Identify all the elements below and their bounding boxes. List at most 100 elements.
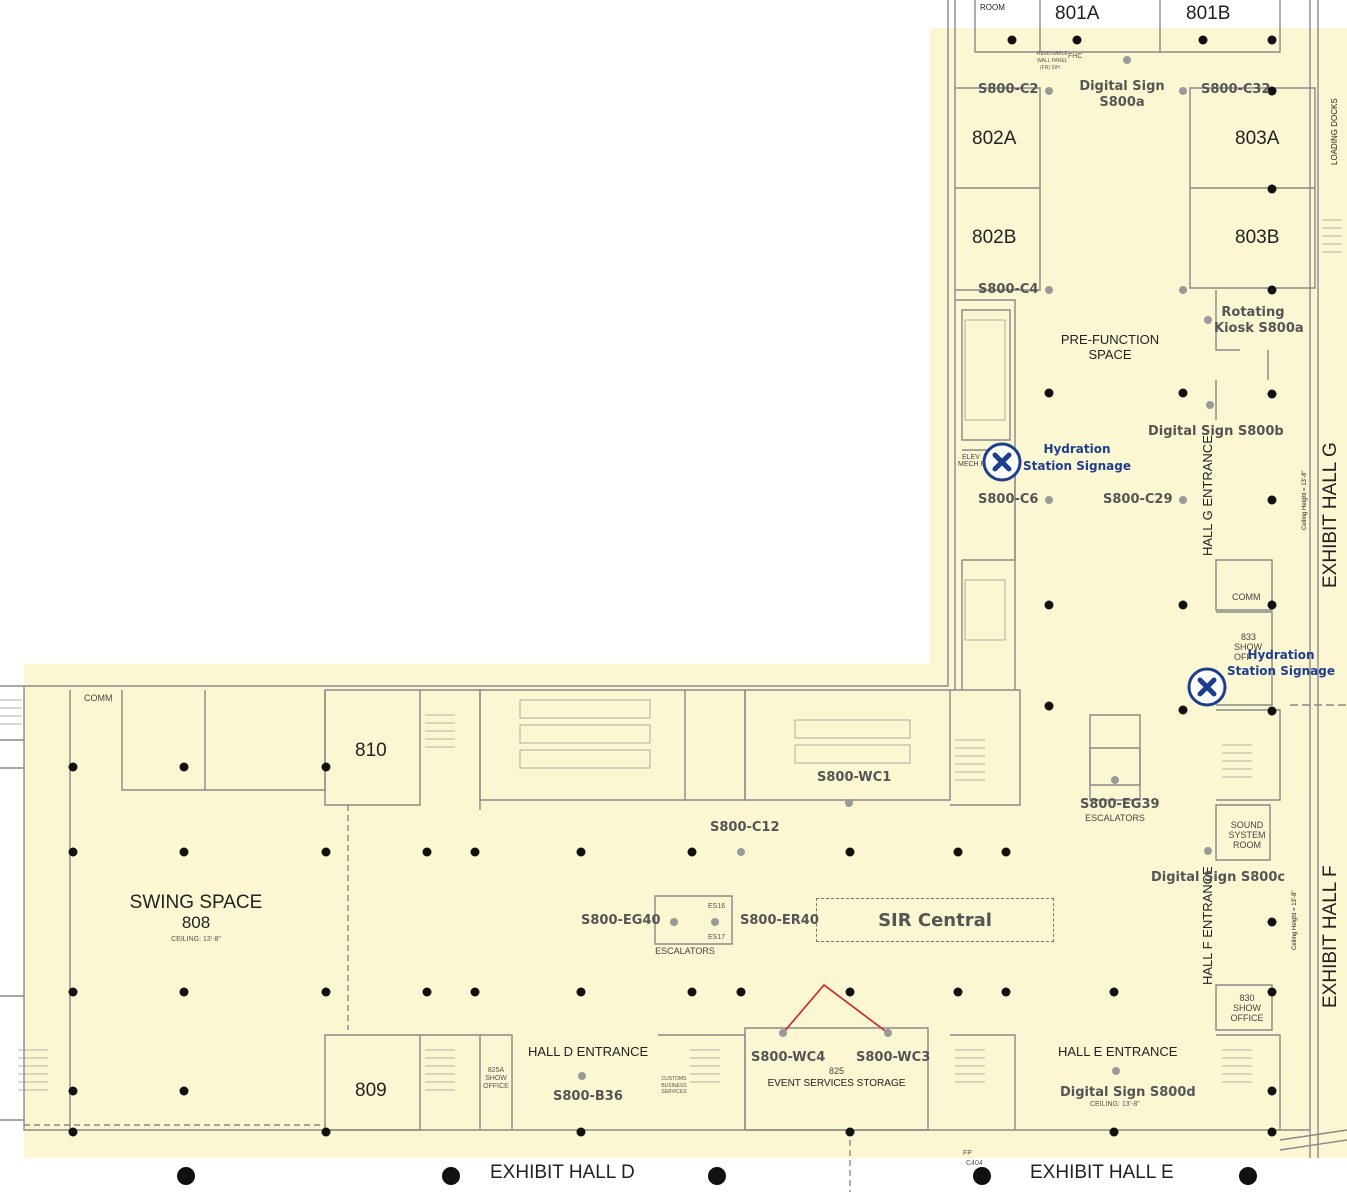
swing-space-number: 808: [181, 913, 211, 932]
elev-label: ELEV: [962, 454, 980, 461]
hydration-signage-1-line1: Hydration: [1043, 442, 1111, 456]
sign-marker: [1045, 87, 1053, 95]
column-dot: [179, 987, 189, 997]
column-dot: [1267, 35, 1277, 45]
digital-sign-s800b: Digital Sign S800b: [1148, 424, 1284, 439]
column-dot: [576, 847, 586, 857]
panel-note-1: REMOVABLE: [1037, 51, 1068, 57]
column-dot: [1072, 35, 1082, 45]
show-office-825a-1: 825A: [487, 1067, 505, 1074]
exterior-column: [973, 1167, 991, 1185]
tag-s800-c12: S800-C12: [710, 820, 780, 835]
panel-note-3: (FR) S/H: [1040, 65, 1060, 71]
column-dot: [470, 987, 480, 997]
column-dot: [1044, 388, 1054, 398]
column-dot: [179, 762, 189, 772]
column-dot: [1001, 847, 1011, 857]
stair-hatches: [0, 219, 1342, 1091]
ceiling-note-f: Ceiling Height = 13'-8": [1292, 890, 1298, 950]
column-dot: [953, 847, 963, 857]
sound-room-2: SYSTEM: [1228, 830, 1266, 840]
panel-note-2: WALL PANEL: [1037, 58, 1068, 64]
room-801b: 801B: [1186, 3, 1231, 24]
column-dot: [1178, 705, 1188, 715]
column-dot: [576, 1127, 586, 1137]
exhibit-hall-d: EXHIBIT HALL D: [490, 1162, 635, 1183]
prefunction-label-2: SPACE: [1088, 347, 1132, 362]
show-office-833-3: OFF: [1234, 652, 1252, 662]
hydration-signage-2-line2: Station Signage: [1226, 664, 1335, 678]
room-809: 809: [355, 1080, 387, 1101]
room-802b: 802B: [972, 227, 1017, 248]
column-dot: [1109, 1127, 1119, 1137]
fp-note: FP: [963, 1150, 972, 1157]
room-803a: 803A: [1235, 128, 1280, 149]
swing-space-title: SWING SPACE: [129, 892, 263, 913]
show-office-830-1: 830: [1239, 993, 1255, 1003]
sign-marker: [845, 799, 853, 807]
column-dot: [321, 847, 331, 857]
storage-connector-line: [782, 983, 889, 1034]
column-dot: [179, 1086, 189, 1096]
column-dot: [736, 987, 746, 997]
digital-sign-s800c: Digital Sign S800c: [1151, 870, 1286, 885]
column-dot: [1267, 917, 1277, 927]
tag-s800-b36: S800-B36: [553, 1089, 623, 1104]
column-dot: [422, 987, 432, 997]
column-dot: [68, 762, 78, 772]
swing-space-ceiling: CEILING: 13'-8": [171, 936, 221, 943]
column-dot: [321, 1127, 331, 1137]
tag-s800-c6: S800-C6: [978, 492, 1039, 507]
sound-room-3: ROOM: [1233, 840, 1261, 850]
show-office-830-3: OFFICE: [1230, 1013, 1264, 1023]
show-office-833-1: 833: [1241, 632, 1257, 642]
rotating-kiosk-2: Kiosk S800a: [1214, 321, 1304, 336]
column-dot: [68, 1086, 78, 1096]
tag-s800-c4: S800-C4: [978, 282, 1039, 297]
tag-s800-c2: S800-C2: [978, 82, 1039, 97]
fhc-top: FHC: [1068, 53, 1083, 60]
storage-name: EVENT SERVICES STORAGE: [767, 1078, 906, 1089]
sign-marker: [1112, 1067, 1120, 1075]
column-dot: [1267, 389, 1277, 399]
room-802a: 802A: [972, 128, 1017, 149]
column-dot: [845, 1127, 855, 1137]
column-dot: [68, 1127, 78, 1137]
sign-marker: [1206, 401, 1214, 409]
show-office-825a-3: OFFICE: [483, 1083, 509, 1090]
room-801a: 801A: [1055, 3, 1100, 24]
column-dot: [470, 847, 480, 857]
column-dot: [68, 847, 78, 857]
hydration-signage-2-line1: Hydration: [1247, 648, 1315, 662]
column-dot: [953, 987, 963, 997]
ceiling-note-g: Ceiling Height = 13'-8": [1302, 470, 1308, 530]
column-dot: [1178, 600, 1188, 610]
sign-marker: [1204, 847, 1212, 855]
tag-s800-eg39: S800-EG39: [1080, 797, 1160, 812]
sign-marker: [578, 1072, 586, 1080]
column-dot: [1267, 600, 1277, 610]
column-dot: [1109, 987, 1119, 997]
sign-marker: [1179, 286, 1187, 294]
sign-marker: [1045, 496, 1053, 504]
column-dot: [1267, 987, 1277, 997]
sign-marker: [1111, 776, 1119, 784]
exterior-column: [442, 1167, 460, 1185]
sign-marker: [737, 848, 745, 856]
column-dot: [179, 847, 189, 857]
restroom-stalls: [519, 319, 1006, 769]
room-803b: 803B: [1235, 227, 1280, 248]
sign-marker: [884, 1029, 892, 1037]
rotating-kiosk-1: Rotating: [1221, 305, 1285, 320]
sound-room-1: SOUND: [1230, 820, 1264, 830]
tag-s800-wc3: S800-WC3: [856, 1050, 931, 1065]
column-dot: [1001, 987, 1011, 997]
exhibit-hall-f: EXHIBIT HALL F: [1320, 865, 1341, 1008]
column-dot: [845, 847, 855, 857]
sign-marker: [670, 918, 678, 926]
exhibit-hall-g: EXHIBIT HALL G: [1320, 442, 1341, 588]
column-dot: [1267, 285, 1277, 295]
es17-label: ES17: [708, 934, 726, 941]
loading-docks: LOADING DOCKS: [1330, 98, 1339, 165]
